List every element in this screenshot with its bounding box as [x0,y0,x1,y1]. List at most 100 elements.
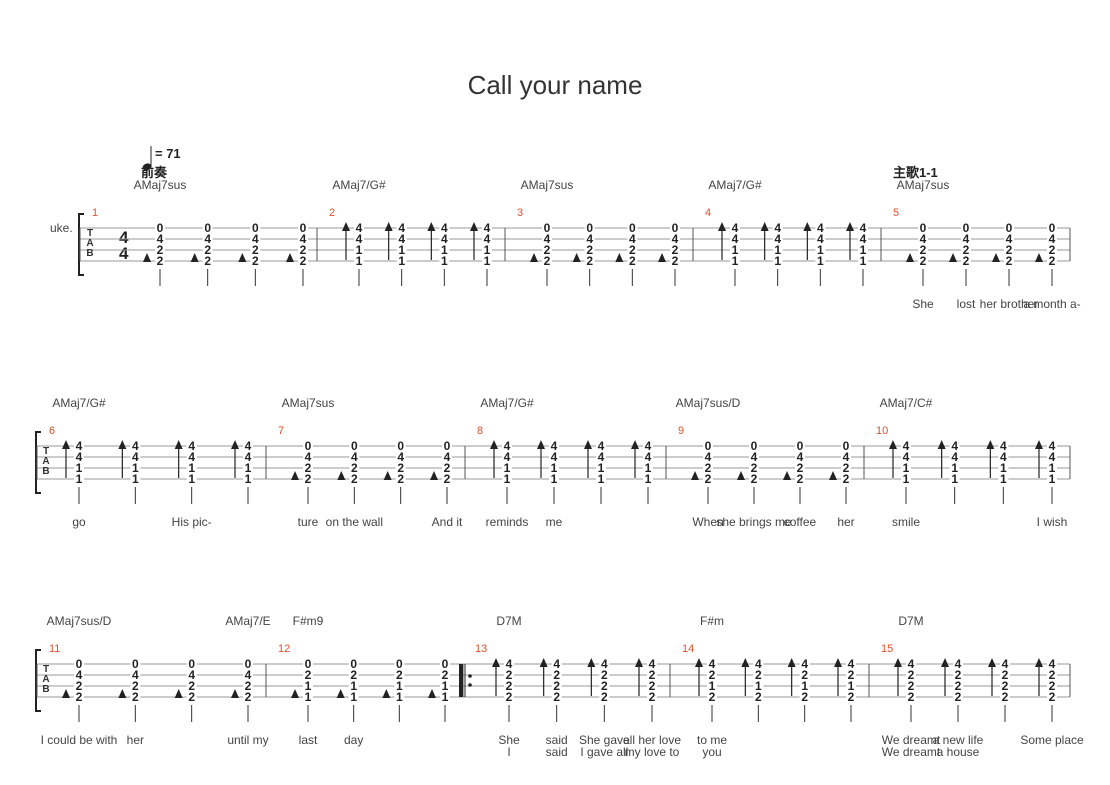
fret-number: 4 [645,450,652,464]
measure-number: 12 [278,643,290,655]
fret-number: 2 [544,254,551,268]
lyric-syllable: a month a- [1023,297,1080,311]
strum-up-icon [986,440,995,449]
fret-number: 4 [398,232,405,246]
fret-bg [647,669,657,680]
strum-up-icon [691,471,699,480]
chord-symbol: F#m [700,614,724,628]
fret-number: 4 [908,657,915,671]
fret-number: 2 [908,668,915,682]
fret-bg [670,255,680,266]
fret-number: 2 [601,690,608,704]
fret-number: 1 [903,461,910,475]
fret-bg [130,691,141,702]
fret-number: 4 [504,439,511,453]
fret-number: 2 [955,690,962,704]
fret-bg [348,691,359,702]
fret-bg [901,451,911,462]
measure-number: 15 [881,643,893,655]
fret-bg [186,658,197,669]
fret-number: 2 [1006,243,1013,257]
fret-number: 2 [601,679,608,693]
strum-up-icon [894,658,902,667]
fret-bg [670,233,680,244]
fret-number: 4 [903,439,910,453]
lyric-syllable: a new life [933,733,984,747]
fret-bg [1004,222,1014,233]
fret-bg [799,658,810,669]
fret-number: 0 [1049,221,1056,235]
fret-bg [753,669,764,680]
fret-number: 2 [132,679,139,693]
fret-number: 1 [484,254,491,268]
strum-up-icon [1035,658,1043,667]
fret-bg [440,691,450,702]
fret-number: 1 [903,472,910,486]
fret-number: 1 [76,461,83,475]
fret-bg [395,462,406,473]
fret-number: 0 [963,221,970,235]
fret-number: 1 [396,690,403,704]
fret-bg [395,473,406,484]
fret-number: 2 [751,461,758,475]
lyric-syllable: her [127,733,144,747]
fret-bg [1004,255,1014,266]
fret-bg [439,255,450,266]
fret-bg [753,680,764,691]
fret-number: 2 [672,243,679,257]
fret-bg [703,440,713,451]
fret-bg [130,451,141,462]
fret-bg [243,691,253,702]
fret-bg [243,462,253,473]
fret-number: 2 [506,690,513,704]
fret-number: 2 [908,690,915,704]
fret-bg [354,233,364,244]
fret-number: 4 [441,221,448,235]
fret-number: 4 [1049,450,1056,464]
fret-bg [74,462,84,473]
fret-number: 4 [774,232,781,246]
lyric-syllable: She [498,733,520,747]
fret-bg [74,658,84,669]
fret-bg [549,440,559,451]
lyric-syllable: her [837,515,854,529]
fret-number: 4 [397,450,404,464]
measure-number: 1 [92,207,98,219]
fret-number: 4 [860,232,867,246]
fret-bg [130,680,141,691]
fret-bg [348,658,359,669]
fret-bg [858,222,868,233]
fret-number: 0 [1006,221,1013,235]
fret-bg [795,440,805,451]
lyric-syllable: smile [892,515,920,529]
fret-bg [1047,473,1057,484]
fret-number: 4 [598,439,605,453]
fret-bg [846,680,856,691]
strum-up-icon [492,658,500,667]
fret-bg [504,669,514,680]
fret-number: 1 [1000,472,1007,486]
fret-number: 1 [1049,461,1056,475]
chord-symbol: AMaj7/G# [480,396,534,410]
fret-bg [186,669,197,680]
fret-number: 2 [553,668,560,682]
fret-number: 2 [350,668,357,682]
fret-number: 2 [755,690,762,704]
fret-bg [250,255,261,266]
fret-number: 2 [1049,254,1056,268]
fret-bg [542,222,552,233]
strum-up-icon [470,222,478,231]
fret-number: 4 [817,232,824,246]
fret-bg [442,440,452,451]
fret-bg [186,462,197,473]
tab-clef-letter: B [86,248,93,259]
measure-number: 2 [329,207,335,219]
fret-number: 4 [920,232,927,246]
fret-bg [584,222,595,233]
fret-number: 2 [305,472,312,486]
fret-number: 4 [1049,657,1056,671]
fret-bg [74,451,84,462]
fret-number: 4 [963,232,970,246]
fret-bg [186,440,197,451]
strum-up-icon [783,471,791,480]
